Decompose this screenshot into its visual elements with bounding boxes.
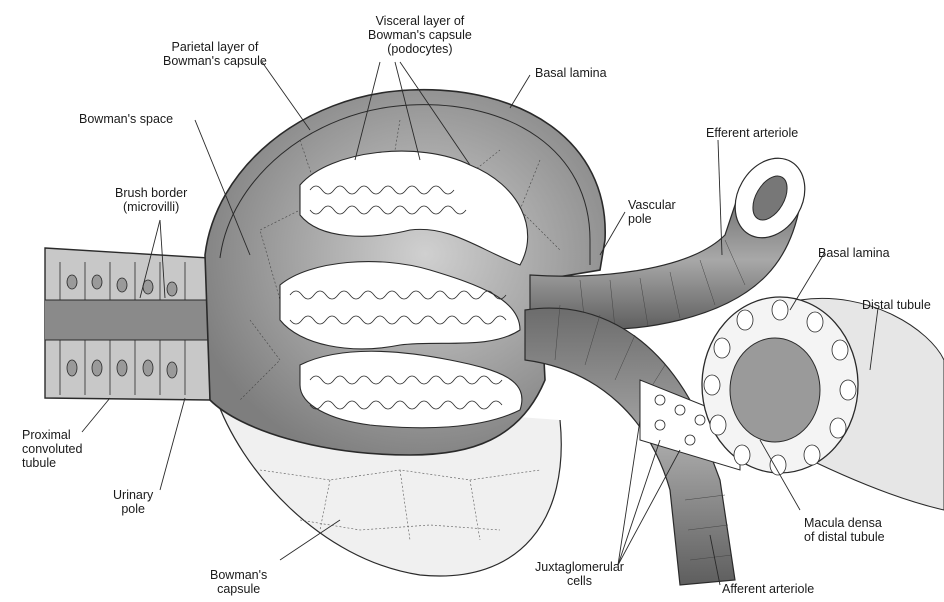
- label-urinary-pole: Urinary pole: [113, 488, 153, 516]
- label-vascular-pole: Vascular pole: [628, 198, 676, 226]
- label-parietal-layer: Parietal layer of Bowman's capsule: [163, 40, 267, 68]
- label-efferent-arteriole: Efferent arteriole: [706, 126, 798, 140]
- label-bowmans-capsule: Bowman's capsule: [210, 568, 267, 596]
- distal-tubule: [702, 297, 944, 510]
- label-visceral-layer: Visceral layer of Bowman's capsule (podo…: [368, 14, 472, 56]
- label-afferent-arteriole: Afferent arteriole: [722, 582, 814, 596]
- label-proximal-tubule: Proximal convoluted tubule: [22, 428, 82, 470]
- label-macula-densa: Macula densa of distal tubule: [804, 516, 885, 544]
- proximal-tubule: [45, 248, 215, 400]
- label-bowmans-space: Bowman's space: [79, 112, 173, 126]
- label-basal-lamina-top: Basal lamina: [535, 66, 607, 80]
- label-distal-tubule: Distal tubule: [862, 298, 931, 312]
- label-brush-border: Brush border (microvilli): [115, 186, 187, 214]
- label-juxtaglomerular-cells: Juxtaglomerular cells: [535, 560, 624, 588]
- label-basal-lamina-right: Basal lamina: [818, 246, 890, 260]
